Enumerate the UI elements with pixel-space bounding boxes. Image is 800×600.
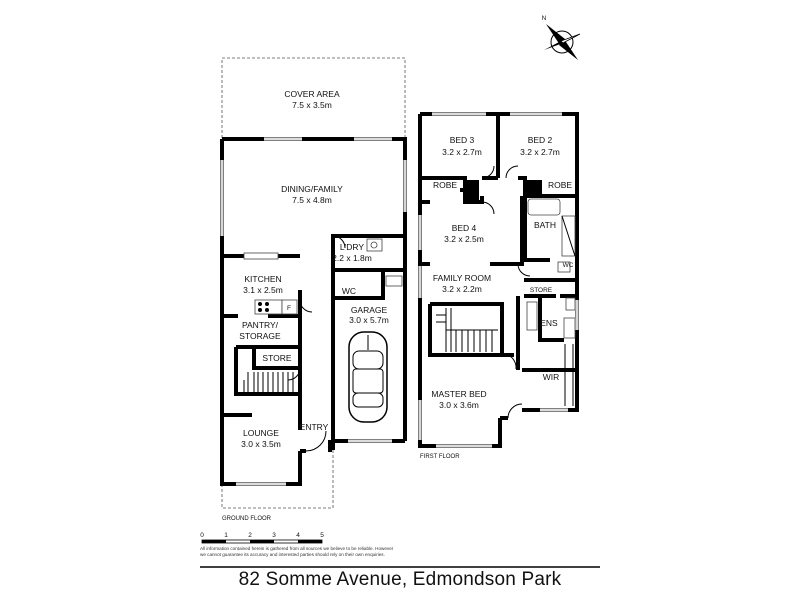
first-stair-walls	[428, 302, 514, 357]
first-floor-label: FIRST FLOOR	[420, 454, 460, 460]
room-name-bed4: BED 4	[452, 223, 477, 233]
first-toilet-icon	[557, 261, 571, 273]
ensuite-shower-icon	[563, 317, 576, 339]
room-name-robe-left: ROBE	[433, 180, 457, 190]
room-size-lounge: 3.0 x 3.5m	[241, 439, 281, 449]
room-name-store-first: STORE	[530, 287, 553, 294]
bathtub-icon	[527, 198, 561, 216]
scale-tick: 5	[320, 532, 324, 539]
room-size-laundry: 2.2 x 1.8m	[332, 253, 372, 263]
room-name-kitchen: KITCHEN	[244, 274, 281, 284]
room-name-bed3: BED 3	[450, 135, 475, 145]
room-size-bed3: 3.2 x 2.7m	[442, 147, 482, 157]
pantry-walls	[236, 316, 302, 398]
room-name-lounge: LOUNGE	[243, 428, 279, 438]
room-name-wir: WIR	[543, 372, 560, 382]
first-floor-plan: BED 3 3.2 x 2.7m BED 2 3.2 x 2.7m ROBE R…	[418, 112, 579, 460]
ground-floor-plan: F	[220, 57, 407, 522]
front-dashed-outline	[221, 450, 334, 509]
cooktop-icon	[254, 299, 283, 315]
room-name-bath: BATH	[534, 220, 556, 230]
bath-wall	[523, 196, 550, 262]
robe-block-right	[526, 180, 542, 194]
fridge-label: F	[287, 305, 291, 312]
ground-stairs	[243, 372, 294, 394]
compass-north-label: N	[542, 15, 547, 22]
scale-tick: 1	[224, 532, 228, 539]
scale-tick: 3	[272, 532, 276, 539]
room-name-wc-first: WC	[563, 262, 574, 269]
bed4-bottom-wall	[420, 196, 524, 266]
room-name-bed2: BED 2	[528, 135, 553, 145]
first-stairs	[436, 308, 498, 352]
kitchen-sink-icon	[243, 252, 279, 260]
garage-walls	[331, 234, 407, 450]
property-address: 82 Somme Avenue, Edmondson Park	[238, 569, 562, 590]
room-name-pantry: PANTRY/	[242, 320, 279, 330]
room-name-master-bed: MASTER BED	[431, 389, 486, 399]
toilet-icon	[385, 275, 403, 287]
ensuite-vanity-icon	[526, 301, 538, 331]
door-arc	[332, 235, 346, 249]
room-size-bed4: 3.2 x 2.5m	[444, 234, 484, 244]
room-name-garage: GARAGE	[351, 305, 388, 315]
room-name-cover-area: COVER AREA	[284, 89, 340, 99]
room-size-family-room: 3.2 x 2.2m	[442, 284, 482, 294]
lounge-walls	[222, 398, 302, 430]
scale-tick: 0	[200, 532, 204, 539]
cover-area-outline	[221, 57, 406, 138]
room-size-master-bed: 3.0 x 3.6m	[439, 400, 479, 410]
entry-door-arc	[305, 430, 327, 452]
room-size-dining-family: 7.5 x 4.8m	[292, 195, 332, 205]
store-walls	[252, 347, 300, 370]
room-size-kitchen: 3.1 x 2.5m	[243, 285, 283, 295]
room-name-robe-right: ROBE	[548, 180, 572, 190]
room-name-ens: ENS	[540, 318, 558, 328]
room-name-entry: ENTRY	[300, 422, 329, 432]
ensuite-toilet-icon	[565, 297, 576, 311]
robe-block-left	[465, 180, 479, 200]
scale-tick: 2	[248, 532, 252, 539]
room-size-garage: 3.0 x 5.7m	[349, 315, 389, 325]
stair-walls	[234, 347, 300, 396]
room-name-store-ground: STORE	[262, 353, 291, 363]
ensuite-walls	[538, 296, 564, 342]
room-name-family-room: FAMILY ROOM	[433, 273, 491, 283]
room-name-pantry-2: STORAGE	[239, 331, 281, 341]
disclaimer-text: All information contained herein is gath…	[200, 546, 394, 557]
compass-icon: N	[542, 15, 581, 60]
car-icon	[348, 331, 388, 423]
room-name-wc-ground: WC	[342, 286, 356, 296]
scale-tick: 4	[296, 532, 300, 539]
room-name-dining-family: DINING/FAMILY	[281, 184, 343, 194]
room-size-bed2: 3.2 x 2.7m	[520, 147, 560, 157]
room-size-cover-area: 7.5 x 3.5m	[292, 100, 332, 110]
room-name-laundry: L'DRY	[340, 242, 364, 252]
laundry-walls	[333, 268, 405, 300]
ground-floor-label: GROUND FLOOR	[222, 516, 272, 522]
fridge-space	[281, 299, 298, 315]
scale-bar: 0 1 2 3 4 5	[200, 532, 324, 544]
